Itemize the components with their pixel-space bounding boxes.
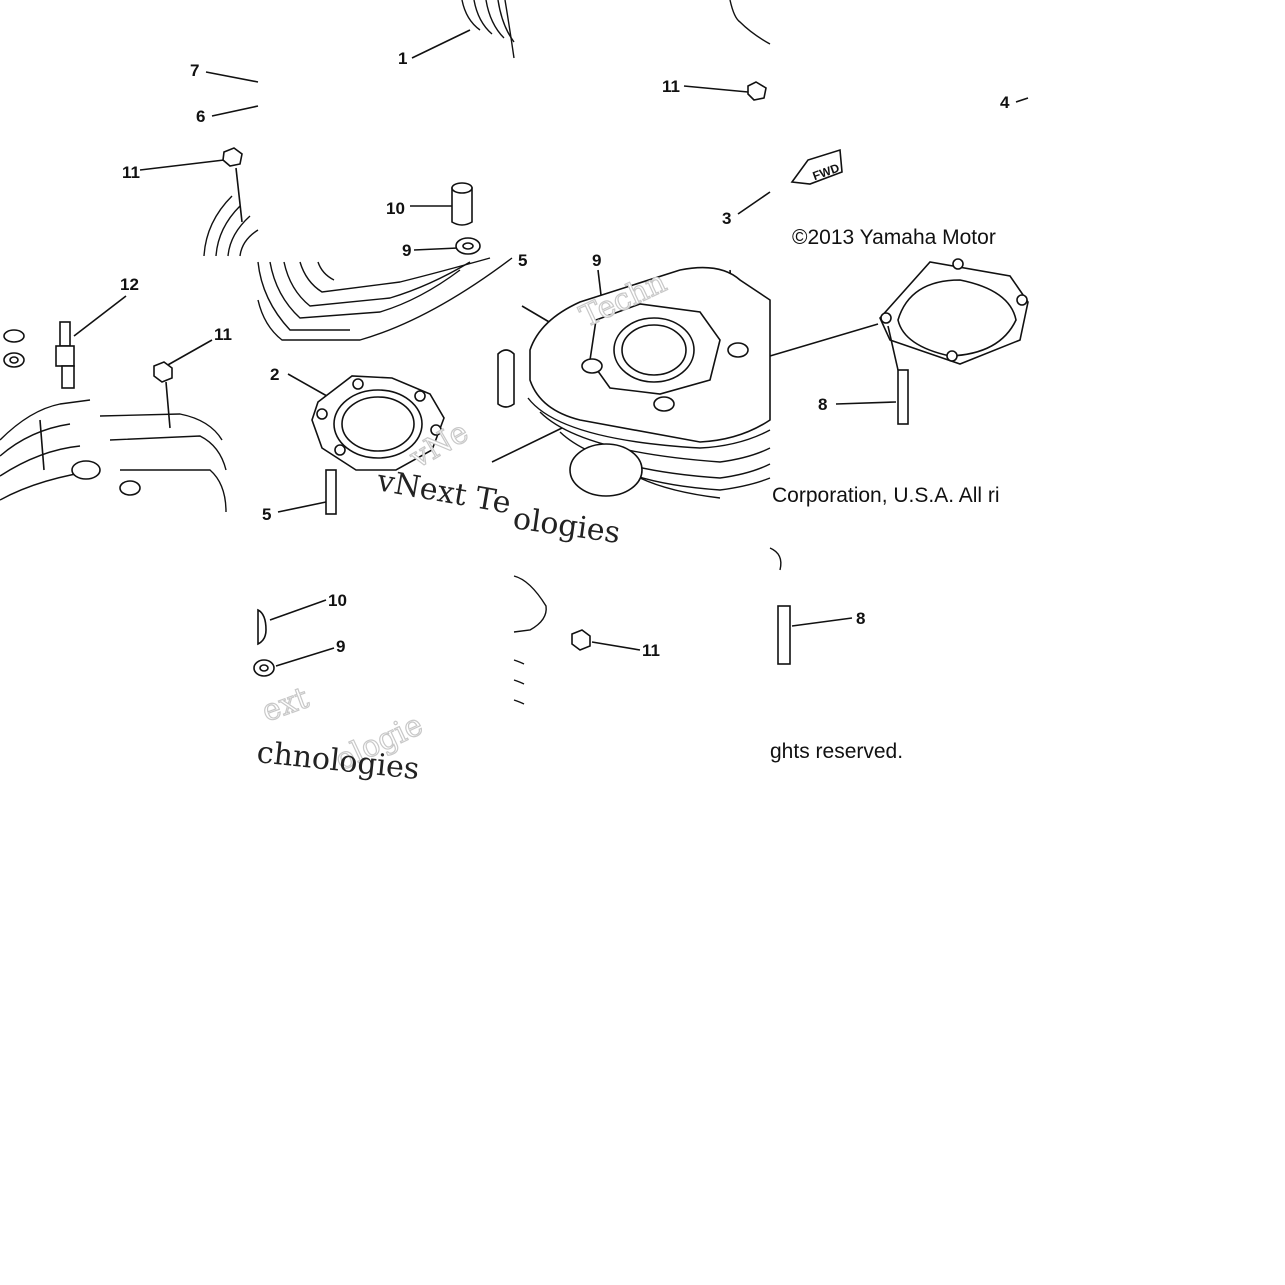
callout-6: 6: [196, 107, 205, 126]
stud-8-a: [897, 369, 909, 425]
nut-11-a: [222, 147, 243, 167]
cylinder-bottom-fins: [513, 575, 547, 705]
washer-left-upper: [3, 329, 25, 368]
callout-11-d: 11: [642, 641, 660, 660]
callout-9-b: 9: [592, 251, 601, 270]
nut-11-d: [571, 629, 591, 651]
watermark-vnext-te: vNext Te: [374, 463, 514, 521]
washer-9-c: [253, 659, 275, 677]
callout-12: 12: [120, 275, 139, 294]
watermark-ext: ext: [257, 681, 313, 730]
callout-5-b: 5: [262, 505, 271, 524]
stud-5: [325, 469, 337, 515]
callout-8-a: 8: [818, 395, 827, 414]
cylinder-head-lower-fins: [0, 399, 227, 513]
callout-2: 2: [270, 365, 279, 384]
callout-7: 7: [190, 61, 199, 80]
nut-11-b: [747, 81, 767, 101]
callout-9-c: 9: [336, 637, 345, 656]
cylinder-head-mid-fins: [257, 257, 513, 341]
base-gasket: [879, 258, 1029, 365]
head-gasket-2: [311, 375, 445, 471]
copyright-line-1: ©2013 Yamaha Motor: [792, 226, 996, 249]
dowel-pin-10-a: [451, 182, 473, 226]
callout-3: 3: [722, 209, 731, 228]
cylinder-head-top: [461, 0, 515, 59]
cylinder-3: [491, 266, 771, 499]
callout-10-a: 10: [386, 199, 405, 218]
copyright-line-3: ghts reserved.: [770, 740, 903, 763]
washer-9-a: [455, 237, 481, 255]
fwd-arrow-icon: FWD: [790, 148, 843, 185]
dowel-pin-10-b: [257, 608, 267, 646]
stud-8-b: [777, 605, 791, 665]
callout-8-b: 8: [856, 609, 865, 628]
callout-11-b: 11: [662, 77, 680, 96]
copyright-line-2: Corporation, U.S.A. All ri: [772, 484, 1000, 507]
cylinder-head-left-fins: [203, 195, 259, 257]
nut-11-c: [153, 361, 173, 383]
watermark-ologies: ologies: [511, 501, 622, 551]
callout-11-c: 11: [214, 325, 232, 344]
spark-plug-12: [55, 321, 75, 389]
callout-4: 4: [1000, 93, 1010, 112]
callout-9-a: 9: [402, 241, 411, 260]
callout-10-b: 10: [328, 591, 347, 610]
callout-1: 1: [398, 49, 407, 68]
callout-11-a: 11: [122, 163, 140, 182]
callout-5-a: 5: [518, 251, 527, 270]
